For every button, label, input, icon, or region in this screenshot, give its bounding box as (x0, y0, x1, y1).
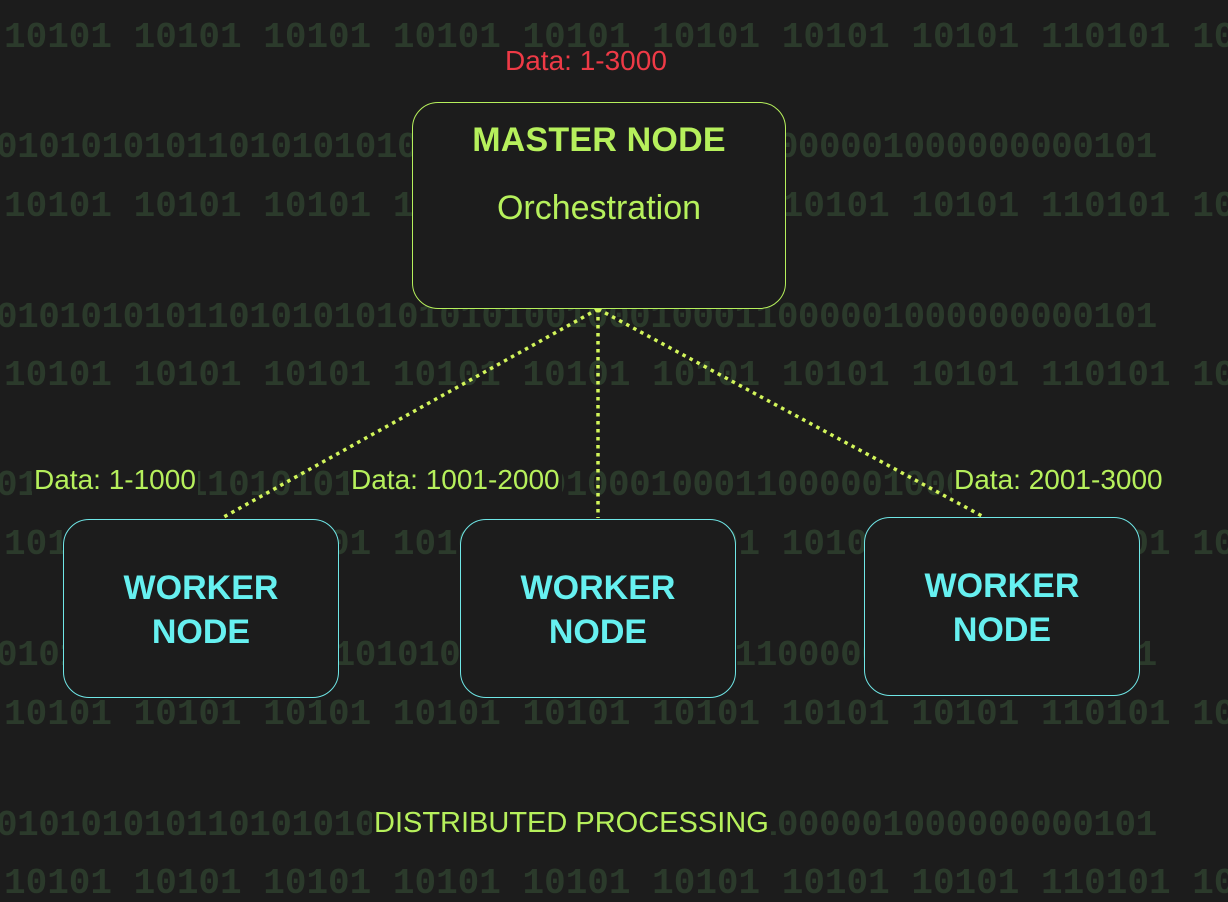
master-node-box: MASTER NODE Orchestration (412, 102, 786, 309)
worker-node-box-2: WORKER NODE (460, 519, 736, 698)
master-node-title: MASTER NODE (472, 121, 726, 159)
connector-master-worker-3 (597, 307, 983, 518)
worker-node-label: WORKER NODE (123, 569, 279, 651)
binary-background-row: 10101 10101 10101 10101 10101 10101 1010… (4, 863, 1228, 902)
worker-3-data-range-label: Data: 2001-3000 (952, 464, 1165, 496)
worker-node-label: WORKER NODE (520, 569, 676, 651)
binary-background-row: 10101 10101 10101 10101 10101 10101 1010… (4, 694, 1228, 735)
master-node-subtitle: Orchestration (496, 189, 702, 227)
worker-node-box-3: WORKER NODE (864, 517, 1140, 696)
binary-background-row: 10101 10101 10101 10101 10101 10101 1010… (4, 355, 1228, 396)
master-data-range-label: Data: 1-3000 (505, 45, 667, 76)
worker-2-data-range-label: Data: 1001-2000 (349, 464, 562, 496)
diagram-caption: DISTRIBUTED PROCESSING (372, 807, 771, 840)
worker-1-data-range-label: Data: 1-1000 (32, 464, 198, 496)
worker-node-label: WORKER NODE (924, 567, 1080, 649)
worker-node-box-1: WORKER NODE (63, 519, 339, 698)
